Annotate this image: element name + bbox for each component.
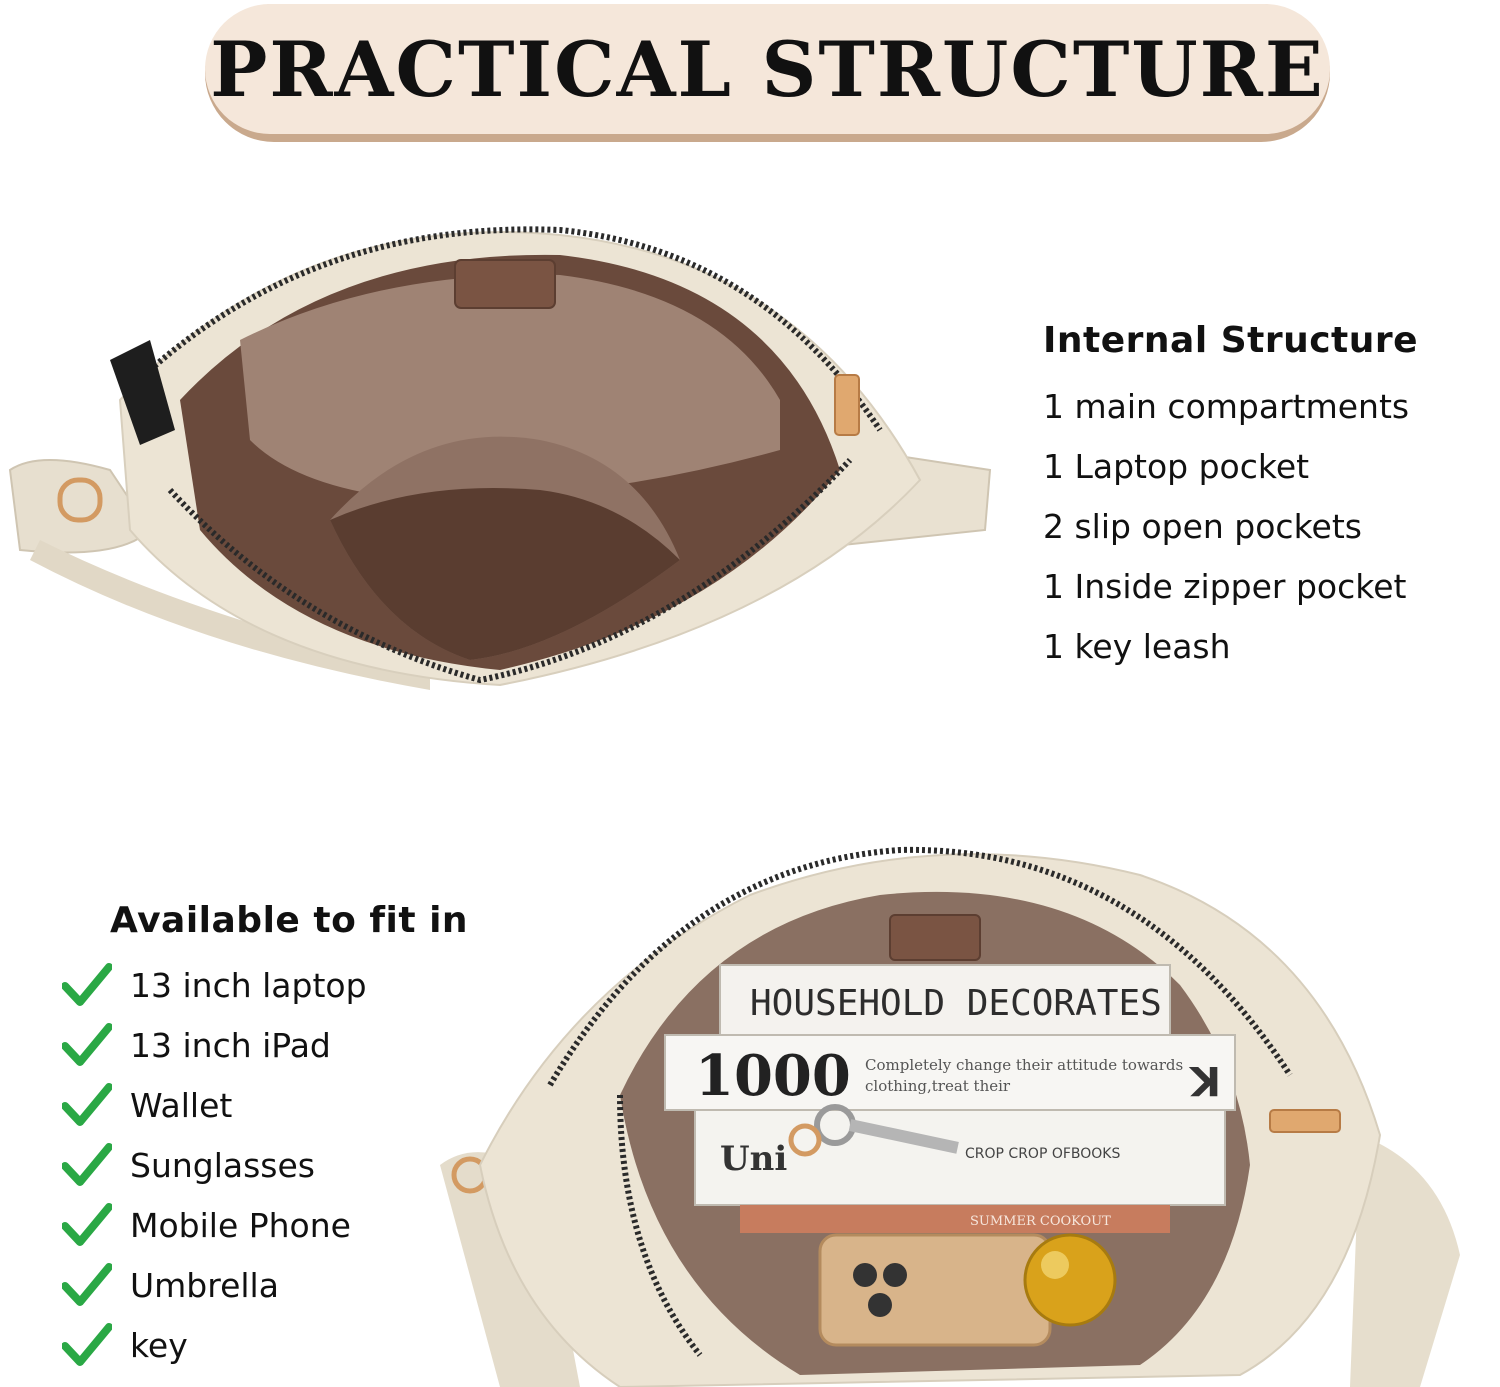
zipper-pull [1269, 1109, 1341, 1133]
list-item: 13 inch iPad [62, 1015, 482, 1075]
list-item: 2 slip open pockets [1043, 507, 1362, 546]
green-check-icon [62, 1263, 112, 1306]
book-2-text-1: Completely change their attitude towards [865, 1056, 1183, 1074]
key-icon [788, 1104, 959, 1157]
inner-shadow [330, 488, 680, 660]
list-item: Umbrella [62, 1255, 482, 1315]
zipper-pull [834, 374, 860, 436]
black-strap [110, 340, 175, 445]
fit-list: 13 inch laptop 13 inch iPad Wallet Sungl… [62, 955, 482, 1375]
book-3-brand: Uni [720, 1139, 787, 1179]
page-title: PRACTICAL STRUCTURE [210, 24, 1325, 114]
green-check-icon [62, 963, 112, 1006]
list-item: 13 inch laptop [62, 955, 482, 1015]
book-household: HOUSEHOLD DECORATES [719, 964, 1171, 1036]
title-banner: PRACTICAL STRUCTURE [205, 4, 1330, 142]
book-2-letter: K [1188, 1057, 1221, 1103]
book-2-number: 1000 [695, 1043, 851, 1109]
phone [818, 1233, 1052, 1347]
list-item: 1 Inside zipper pocket [1043, 567, 1407, 606]
green-check-icon [62, 1083, 112, 1126]
zipper-top [148, 226, 883, 432]
fit-item-label: Mobile Phone [130, 1205, 351, 1245]
list-item: Sunglasses [62, 1135, 482, 1195]
zipper-top [547, 846, 1293, 1087]
gold-ball [1023, 1233, 1117, 1327]
title-banner-fill: PRACTICAL STRUCTURE [205, 4, 1330, 134]
internal-structure-section: Internal Structure 1 main compartments 1… [1043, 320, 1483, 677]
book-4-text: SUMMER COOKOUT [970, 1214, 1111, 1229]
bag-interior-photo [8, 226, 992, 690]
buckle-left [57, 477, 103, 523]
green-check-icon [62, 1323, 112, 1366]
zipper-side [617, 1094, 703, 1357]
book-2-text-2: clothing,treat their [865, 1077, 1011, 1095]
book-summer-cookout: SUMMER COOKOUT [740, 1205, 1170, 1233]
key-leash-tab [454, 259, 556, 309]
book-1000: 1000 Completely change their attitude to… [664, 1034, 1236, 1111]
fit-item-label: 13 inch iPad [130, 1025, 331, 1065]
green-check-icon [62, 1203, 112, 1246]
fit-item-label: key [130, 1325, 188, 1365]
book-3-text: CROP CROP OFBOOKS [965, 1146, 1120, 1162]
bag-contents-photo: HOUSEHOLD DECORATES 1000 Completely chan… [440, 846, 1460, 1387]
fit-item-label: Wallet [130, 1085, 233, 1125]
list-item: Wallet [62, 1075, 482, 1135]
green-check-icon [62, 1023, 112, 1066]
fit-title: Available to fit in [110, 900, 469, 941]
key-leash-tab [889, 914, 981, 961]
list-item: 1 key leash [1043, 627, 1231, 666]
list-item: 1 Laptop pocket [1043, 447, 1310, 486]
fit-item-label: Umbrella [130, 1265, 279, 1305]
fit-section: Available to fit in 13 inch laptop 13 in… [62, 900, 482, 1375]
internal-structure-list: 1 main compartments 1 Laptop pocket 2 sl… [1043, 377, 1483, 677]
fit-item-label: Sunglasses [130, 1145, 315, 1185]
back-pocket [240, 274, 780, 500]
list-item: Mobile Phone [62, 1195, 482, 1255]
fit-item-label: 13 inch laptop [130, 965, 367, 1005]
internal-structure-title: Internal Structure [1043, 320, 1419, 361]
book-1-title: HOUSEHOLD DECORATES [750, 983, 1162, 1024]
list-item: key [62, 1315, 482, 1375]
green-check-icon [62, 1143, 112, 1186]
bag-strap-right [1350, 1135, 1460, 1387]
zipper-bottom [167, 457, 853, 684]
book-uni: Uni CROP CROP OFBOOKS [694, 1109, 1226, 1206]
list-item: 1 main compartments [1043, 387, 1410, 426]
